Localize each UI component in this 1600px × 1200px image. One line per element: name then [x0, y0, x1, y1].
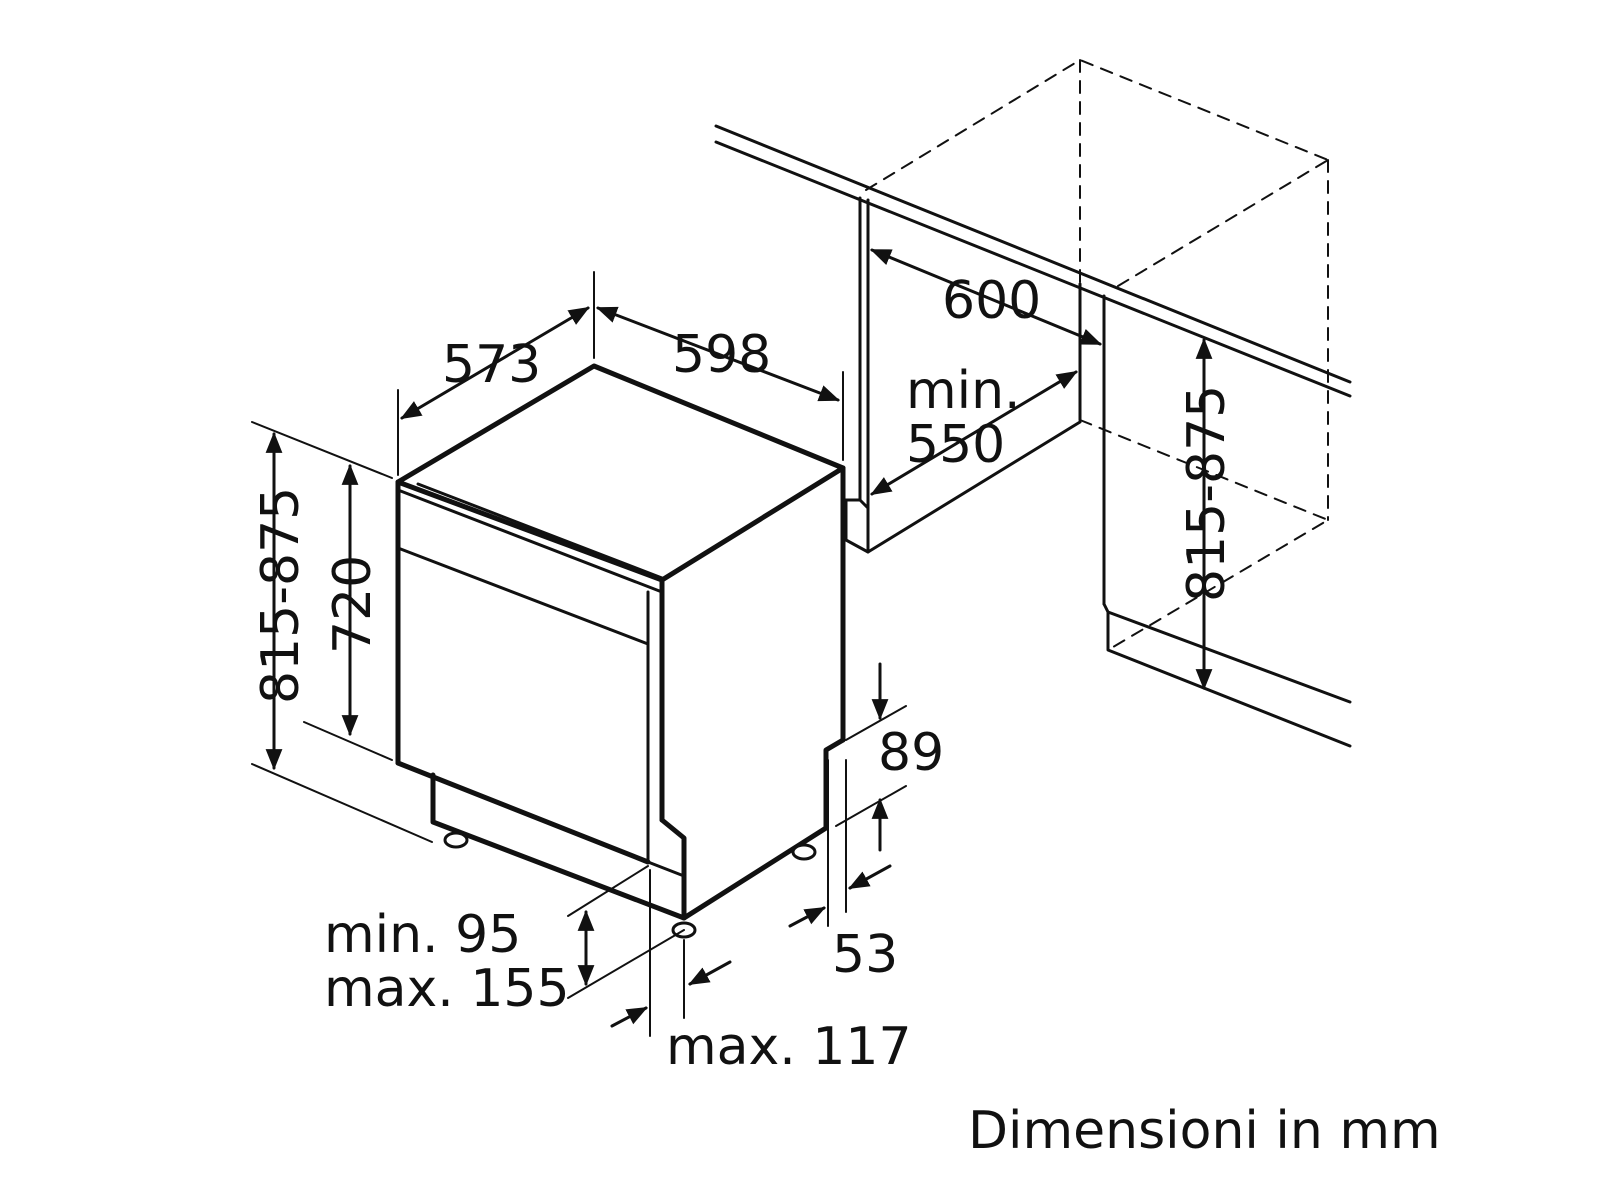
caption-units: Dimensioni in mm	[968, 1101, 1441, 1161]
label-plinth-max-155: max. 155	[324, 959, 570, 1019]
dimension-labels: 573 598 600 min. 550 815-875 720 815-875…	[251, 271, 1237, 1077]
label-plinth-53: 53	[832, 925, 898, 985]
niche-outline	[714, 59, 1352, 748]
label-niche-depth-min: min.	[906, 361, 1021, 421]
label-body-height-720: 720	[323, 555, 383, 654]
label-depth-573: 573	[442, 335, 541, 395]
dishwasher-outline	[395, 363, 846, 939]
label-width-598: 598	[672, 325, 771, 385]
dimension-lines	[251, 248, 1213, 1037]
label-niche-depth-550: 550	[906, 415, 1005, 475]
label-plinth-min-95: min. 95	[324, 905, 521, 965]
label-niche-height: 815-875	[1177, 385, 1237, 602]
label-door-overhang: max. 117	[666, 1017, 912, 1077]
label-niche-width-600: 600	[942, 271, 1041, 331]
label-plinth-89: 89	[878, 723, 944, 783]
label-total-height: 815-875	[251, 487, 311, 704]
